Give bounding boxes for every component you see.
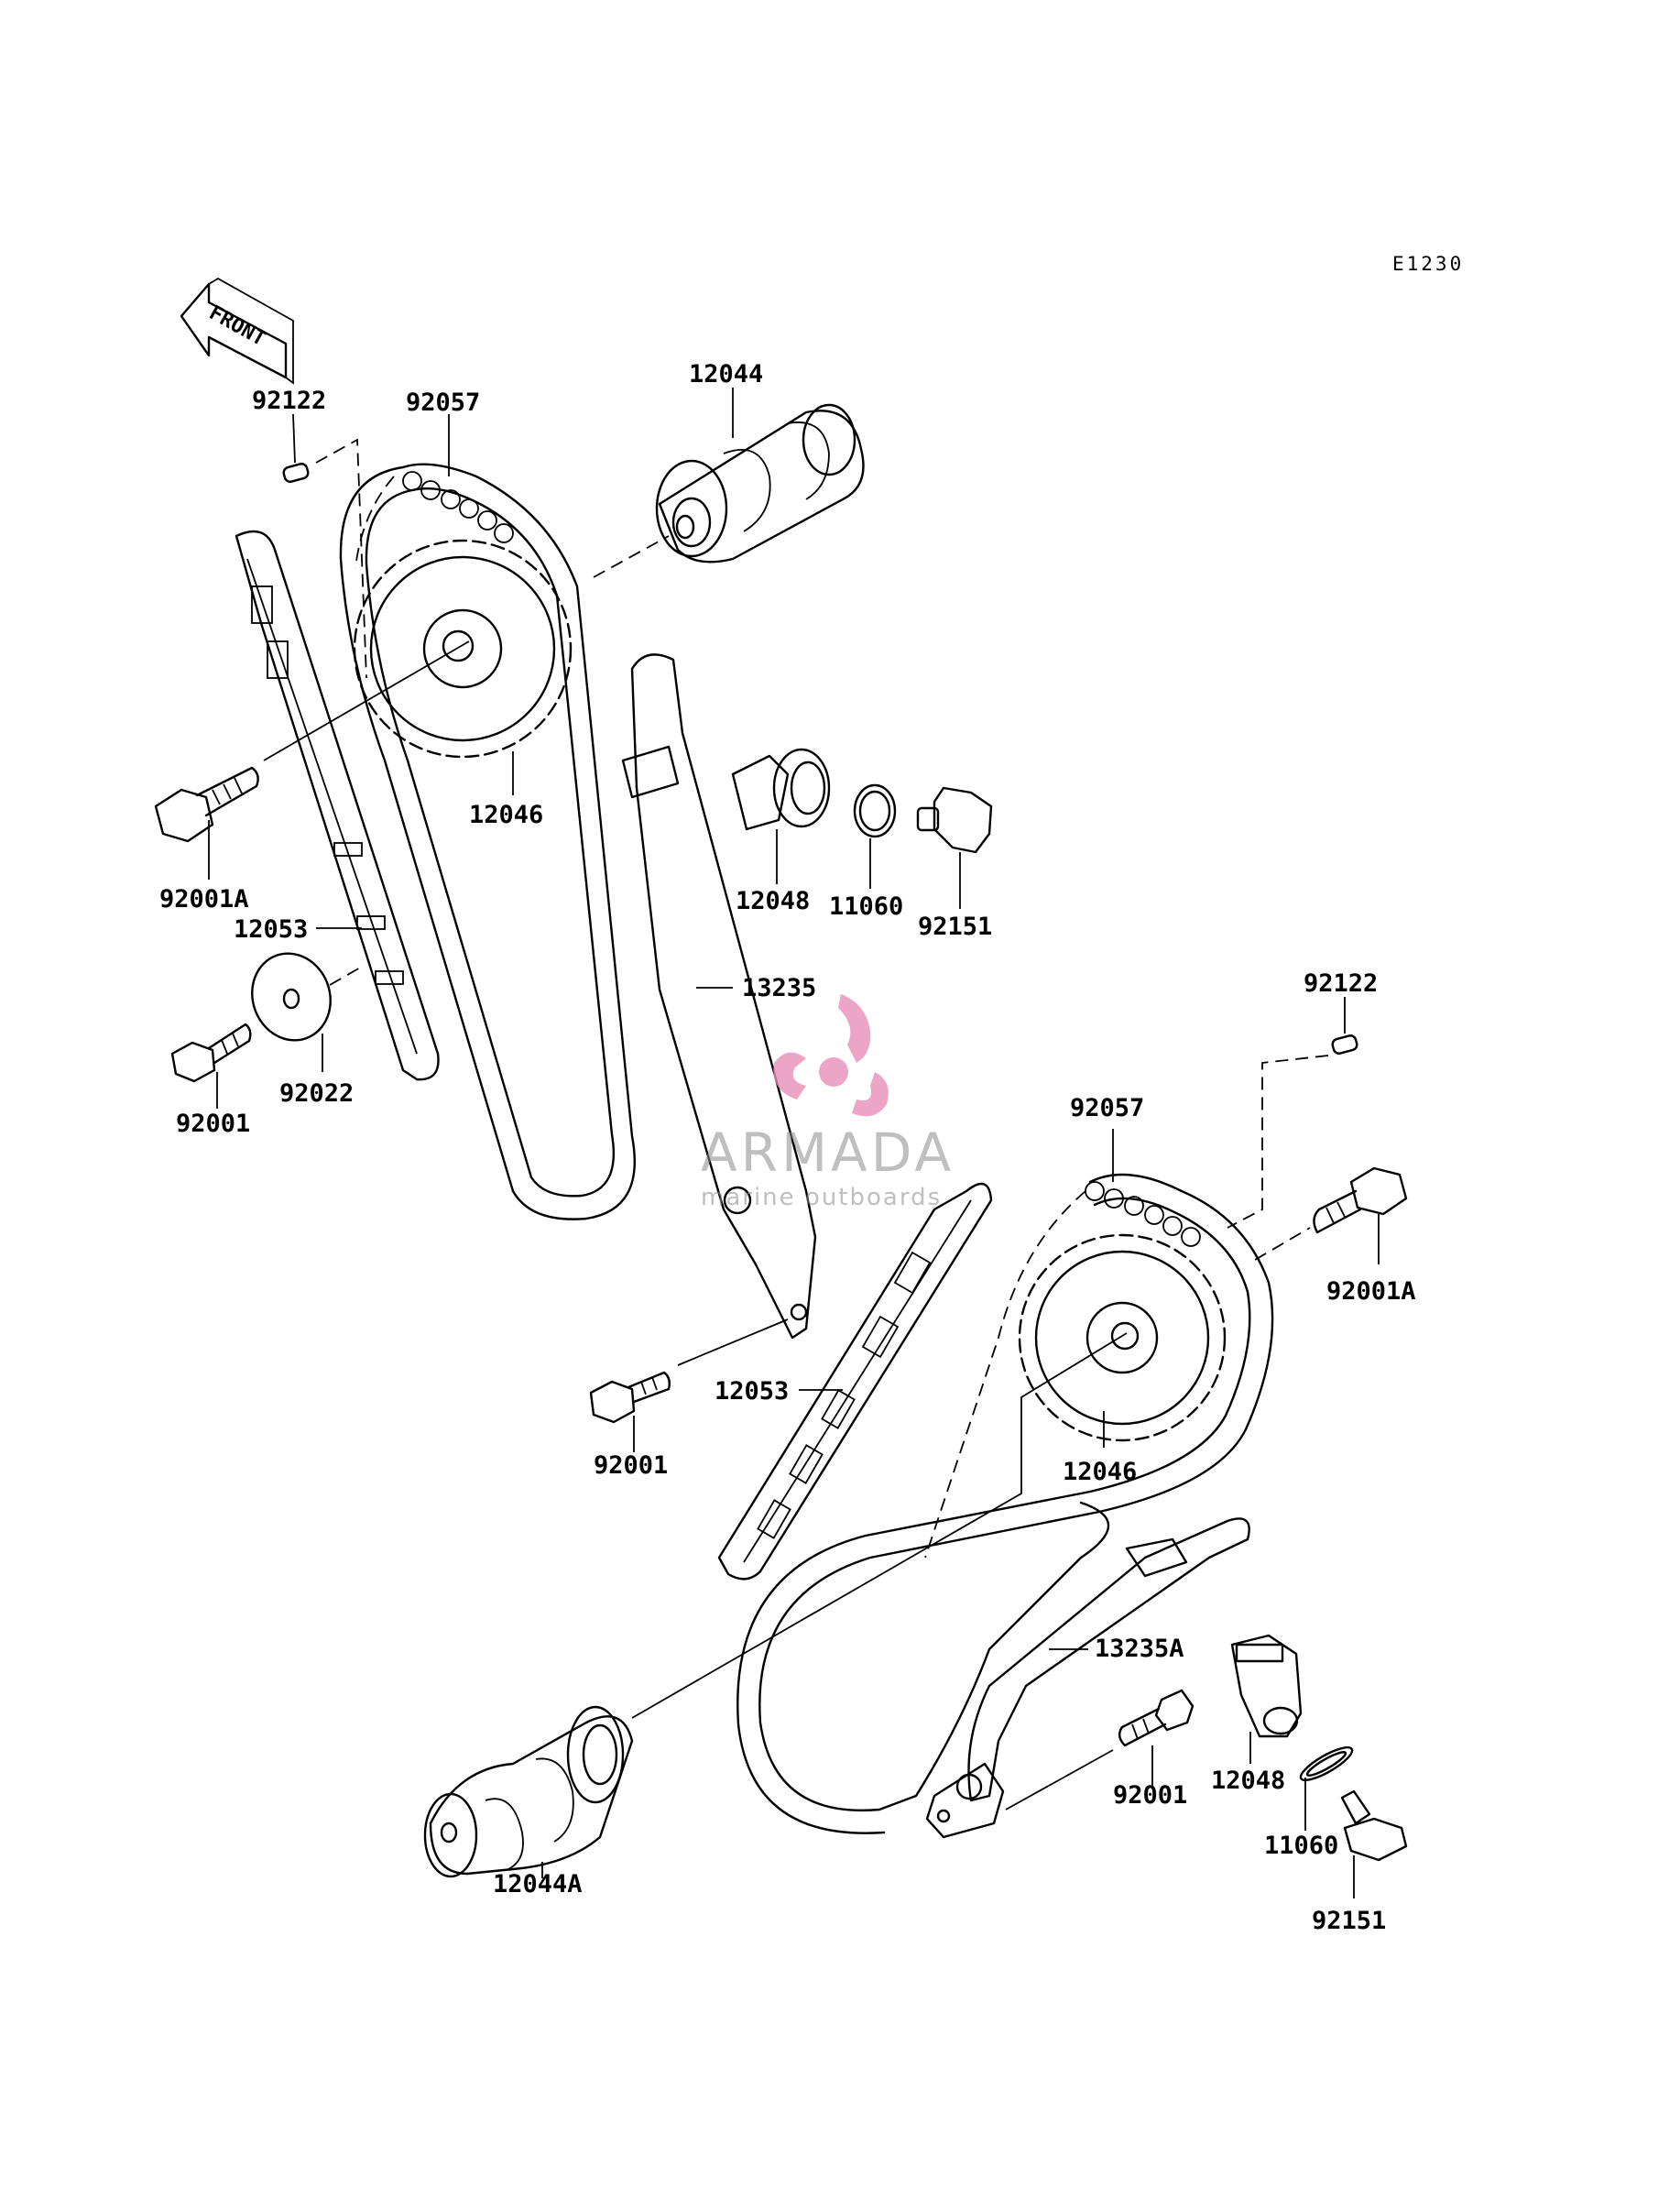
label-92001A-lower: 92001A xyxy=(1326,1277,1416,1306)
label-12046-upper: 12046 xyxy=(469,801,543,829)
bolt-middle xyxy=(589,1371,671,1424)
gasket-lower xyxy=(1299,1746,1354,1781)
label-13235A: 13235A xyxy=(1095,1635,1184,1663)
label-12048-lower: 12048 xyxy=(1211,1767,1285,1795)
leader-lines xyxy=(208,388,1380,1898)
label-12044A: 12044A xyxy=(493,1870,583,1898)
label-92151-upper: 92151 xyxy=(918,913,992,941)
label-92151-lower: 92151 xyxy=(1312,1907,1386,1935)
chain-guide-upper xyxy=(235,530,440,1081)
label-11060-upper: 11060 xyxy=(829,892,903,921)
cam-chain-lower xyxy=(736,1173,1274,1834)
cap-bolt-upper xyxy=(916,786,993,854)
label-92122-upper: 92122 xyxy=(252,387,326,415)
washer-upper xyxy=(251,952,332,1042)
label-13235: 13235 xyxy=(742,974,816,1002)
dowel-pin-lower xyxy=(1331,1034,1358,1055)
label-92001-upper-left: 92001 xyxy=(176,1110,250,1138)
label-12053-upper: 12053 xyxy=(234,915,308,944)
tensioner-guide-upper xyxy=(621,653,817,1340)
bolt-upper-left xyxy=(170,1023,252,1083)
bolt-lower xyxy=(1118,1689,1195,1747)
label-92001A-upper: 92001A xyxy=(159,885,249,914)
watermark-brand: ARMADA xyxy=(701,1121,955,1184)
cam-sprocket-lower xyxy=(1018,1233,1227,1442)
cam-sprocket-upper xyxy=(353,539,573,759)
flange-bolt-lower-right xyxy=(1313,1166,1408,1234)
label-11060-lower: 11060 xyxy=(1264,1832,1338,1860)
front-arrow-icon: FRONT xyxy=(180,277,294,385)
label-92001-lower: 92001 xyxy=(1113,1781,1187,1810)
watermark-tagline: marine outboards xyxy=(701,1184,942,1211)
camshaft-upper xyxy=(655,403,865,563)
cam-chain-upper xyxy=(339,463,636,1220)
label-12044: 12044 xyxy=(689,360,763,388)
label-12053-lower: 12053 xyxy=(715,1377,789,1406)
cap-bolt-lower xyxy=(1340,1789,1408,1862)
armada-logo-icon xyxy=(773,994,889,1117)
gasket-upper xyxy=(853,783,897,838)
label-12046-lower: 12046 xyxy=(1063,1458,1137,1486)
chain-guide-lower xyxy=(717,1182,993,1581)
tensioner-guide-lower xyxy=(925,1517,1250,1839)
label-92122-lower: 92122 xyxy=(1304,969,1378,998)
label-12048-upper: 12048 xyxy=(736,887,810,915)
diagram-code: E1230 xyxy=(1392,253,1464,275)
front-arrow-label: FRONT xyxy=(205,301,269,351)
label-92001-middle: 92001 xyxy=(594,1451,668,1480)
tensioner-lower xyxy=(1230,1634,1303,1738)
dowel-pin-upper xyxy=(282,463,310,483)
part-labels: 92122 92057 12044 12046 92001A 12053 920… xyxy=(159,360,1416,1935)
camshaft-lower xyxy=(423,1705,634,1878)
label-92057-upper: 92057 xyxy=(406,388,480,417)
tensioner-upper xyxy=(731,748,831,831)
label-92022: 92022 xyxy=(279,1079,354,1108)
label-92057-lower: 92057 xyxy=(1070,1094,1144,1122)
flange-bolt-upper-left xyxy=(154,766,259,843)
